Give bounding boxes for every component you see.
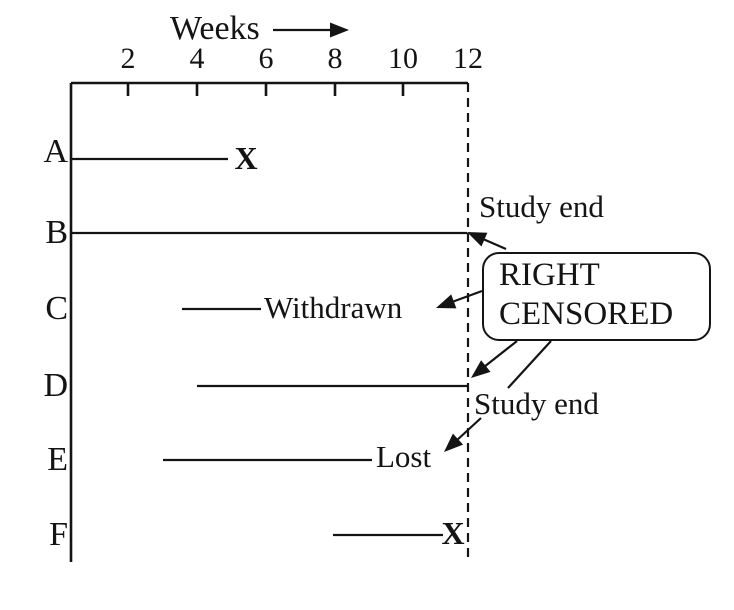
- subject-label-e: E: [47, 441, 68, 478]
- tick-label-8: 8: [327, 42, 343, 75]
- arrow-box-to-b-head-icon: [467, 232, 488, 247]
- right-censored-callout: RIGHT CENSORED: [482, 252, 711, 341]
- study-end-label-top: Study end: [479, 189, 604, 224]
- callout-line-1: RIGHT: [499, 257, 600, 293]
- arrow-box-to-b-line: [482, 237, 507, 251]
- callout-line-2: CENSORED: [499, 296, 674, 332]
- x-axis-title: Weeks: [170, 10, 260, 47]
- study-end-label-bottom: Study end: [474, 386, 599, 421]
- arrow-box-to-withdrawn-line: [451, 289, 483, 304]
- event-marker-a: X: [234, 140, 258, 176]
- subject-label-c: C: [45, 290, 68, 327]
- arrow-box-to-lost-line: [455, 417, 482, 442]
- tick-label-10: 10: [388, 42, 418, 75]
- arrow-box-to-lost-head-icon: [444, 433, 464, 452]
- withdrawn-label: Withdrawn: [264, 290, 403, 325]
- tick-label-2: 2: [120, 42, 136, 75]
- tick-label-12: 12: [453, 42, 483, 75]
- arrow-box-to-d-head-icon: [471, 360, 491, 378]
- event-marker-f: X: [441, 515, 465, 551]
- lost-label: Lost: [376, 439, 432, 474]
- arrow-box-to-lost-upper-segment: [507, 340, 552, 389]
- arrow-box-to-d-line: [483, 340, 518, 368]
- subject-label-d: D: [43, 367, 68, 404]
- tick-label-6: 6: [258, 42, 274, 75]
- subject-label-f: F: [49, 516, 68, 553]
- arrow-box-to-withdrawn-head-icon: [436, 294, 457, 309]
- weeks-arrowhead-icon: [330, 22, 349, 38]
- subject-label-a: A: [43, 133, 68, 170]
- tick-label-4: 4: [189, 42, 205, 75]
- subject-label-b: B: [45, 214, 68, 251]
